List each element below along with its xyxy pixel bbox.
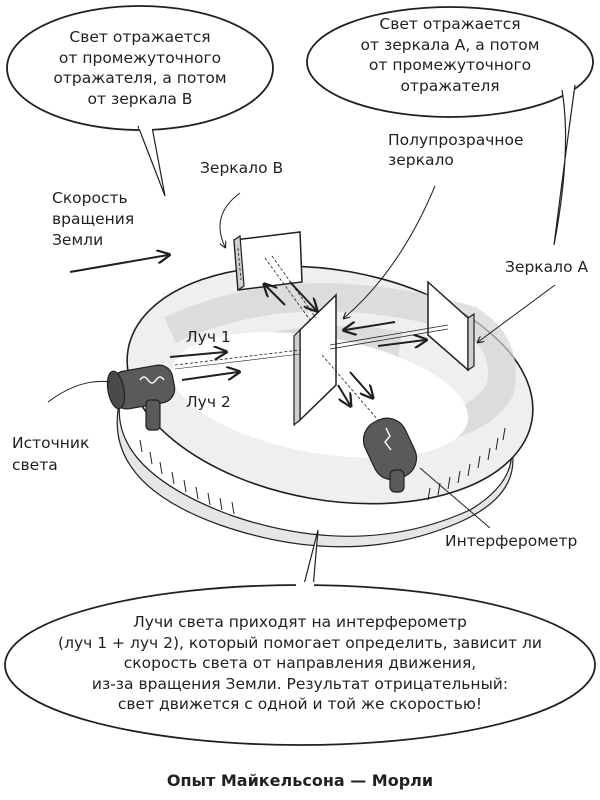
- bubble-top-left: [6, 5, 274, 197]
- label-beam-1: Луч 1: [186, 328, 231, 346]
- bubble-bottom-text: Лучи света приходят на интерферометр (лу…: [20, 612, 580, 715]
- bubble-line: Свет отражается: [379, 15, 521, 33]
- bubble-top-right-text: Свет отражается от зеркала А, а потом от…: [320, 14, 580, 96]
- label-mirror-b: Зеркало В: [200, 159, 284, 177]
- label-light-source: Источник света: [12, 432, 89, 476]
- bubble-top-right: [306, 6, 594, 246]
- interferometer-device: [362, 417, 418, 493]
- bubble-bottom: [4, 529, 596, 746]
- mirror-b: [233, 231, 303, 292]
- label-earth-rotation: Скорость вращения Земли: [52, 188, 134, 251]
- bubble-line: из-за вращения Земли. Результат отрицате…: [91, 674, 509, 693]
- direction-arrows: [169, 282, 425, 405]
- label-semi-transparent-mirror: Полупрозрачное зеркало: [388, 130, 524, 170]
- bubble-line: Свет отражается: [69, 28, 211, 46]
- label-line: зеркало: [388, 151, 454, 169]
- bubble-line: скорость света от направления движения,: [123, 654, 477, 672]
- light-source-device: [106, 364, 176, 431]
- pointer-lines: [47, 185, 556, 529]
- bubble-line: (луч 1 + луч 2), который помогает опреде…: [58, 633, 542, 652]
- light-beams: [174, 255, 449, 421]
- label-line: вращения: [52, 210, 135, 228]
- bubble-line: от зеркала В: [87, 89, 193, 108]
- bubble-line: Лучи света приходят на интерферометр: [133, 613, 467, 631]
- bubble-line: отражателя: [400, 76, 500, 95]
- figure-caption: Опыт Майкельсона — Морли: [166, 771, 434, 790]
- bubble-line: от зеркала А, а потом: [360, 35, 540, 54]
- semi-transparent-mirror: [293, 293, 337, 427]
- label-beam-2: Луч 2: [186, 393, 231, 411]
- label-line: света: [12, 456, 58, 474]
- label-line: Источник: [12, 434, 90, 452]
- mirror-a: [427, 280, 475, 372]
- bubble-top-left-text: Свет отражается от промежуточного отража…: [20, 27, 260, 109]
- bubble-line: свет движется с одной и той же скоростью…: [117, 695, 483, 713]
- bubble-line: от промежуточного: [58, 48, 222, 67]
- label-interferometer: Интерферометр: [445, 532, 578, 550]
- bubble-line: отражателя, а потом: [53, 69, 227, 87]
- label-mirror-a: Зеркало А: [505, 258, 589, 276]
- label-line: Полупрозрачное: [388, 131, 524, 149]
- label-line: Скорость: [52, 189, 128, 207]
- label-line: Земли: [52, 231, 104, 249]
- bubble-line: от промежуточного: [368, 56, 532, 74]
